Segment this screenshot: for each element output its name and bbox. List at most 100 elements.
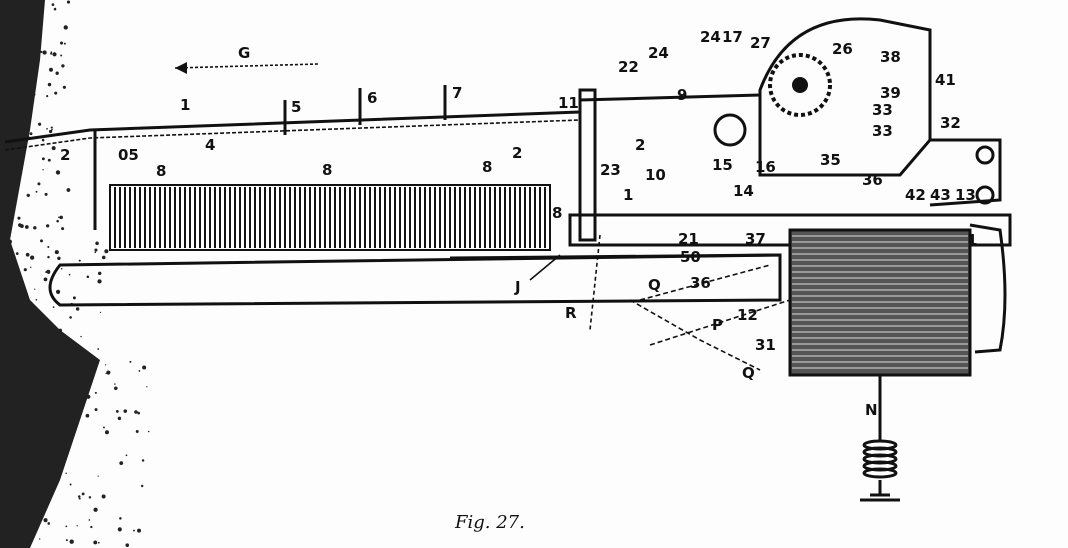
scan-speckle — [58, 216, 60, 218]
scan-speckle — [13, 46, 16, 49]
scan-speckle — [0, 43, 3, 47]
scan-speckle — [69, 483, 72, 486]
scan-speckle — [5, 184, 10, 188]
scan-speckle — [47, 82, 52, 87]
scan-speckle — [72, 296, 76, 300]
label: 21 — [678, 230, 699, 248]
scan-speckle — [36, 321, 40, 326]
reference-labels: 1 2 05 4 5 6 7 8 8 8 8 2 11 22 24 24 17 … — [60, 28, 977, 419]
scan-speckle — [66, 188, 71, 192]
scan-speckle — [30, 48, 33, 52]
label: 8 — [552, 204, 562, 222]
scan-speckle — [94, 408, 98, 412]
scan-speckle — [125, 543, 130, 547]
scan-speckle — [0, 519, 2, 522]
label: 9 — [677, 86, 687, 104]
scan-speckle — [88, 519, 91, 521]
label: 33 — [872, 101, 893, 119]
scan-speckle — [4, 96, 6, 98]
scan-speckle — [50, 126, 53, 129]
scan-speckle — [65, 525, 68, 528]
scan-speckle — [26, 193, 30, 198]
scan-speckle — [55, 71, 59, 75]
scan-speckle — [46, 95, 49, 98]
scan-speckle — [10, 132, 13, 134]
scan-speckle — [77, 405, 81, 409]
scan-speckle — [117, 527, 122, 532]
scan-speckle — [63, 42, 66, 45]
label: 11 — [558, 94, 579, 112]
scan-speckle — [14, 397, 17, 401]
figure-caption: Fig. 27. — [454, 512, 525, 533]
spring-coil — [862, 467, 898, 479]
scan-speckle — [0, 89, 3, 94]
scan-speckle — [94, 248, 98, 252]
scan-speckle — [54, 250, 59, 255]
label: 8 — [156, 162, 166, 180]
scan-speckle — [10, 74, 13, 76]
scan-speckle — [61, 227, 65, 231]
scan-speckle — [137, 528, 142, 533]
scan-speckle — [138, 370, 141, 372]
label: 24 — [700, 28, 721, 46]
label: 17 — [722, 28, 743, 46]
scan-speckle — [117, 416, 122, 421]
label: 12 — [737, 306, 758, 324]
scan-speckle — [35, 315, 40, 320]
label: R — [565, 304, 577, 322]
scan-speckle — [16, 127, 19, 130]
scan-speckle — [9, 135, 12, 139]
scan-speckle — [28, 64, 34, 69]
scan-speckle — [47, 396, 49, 398]
scan-speckle — [142, 365, 147, 370]
scan-speckle — [37, 182, 41, 186]
scan-speckle — [4, 269, 7, 272]
scan-speckle — [93, 540, 98, 545]
scan-speckle — [14, 492, 17, 495]
scan-speckle — [61, 64, 65, 68]
scan-speckle — [51, 146, 56, 151]
toothed-arms — [529, 234, 791, 371]
scan-speckle — [55, 170, 61, 175]
scan-speckle — [60, 267, 63, 270]
label: 6 — [367, 89, 377, 107]
scan-speckle — [32, 93, 36, 96]
label: P — [712, 316, 723, 334]
label: 16 — [755, 158, 776, 176]
scan-speckle — [30, 255, 35, 260]
label: N — [865, 401, 878, 419]
scan-speckle — [54, 344, 57, 347]
scan-speckle — [90, 525, 93, 529]
scan-speckle — [12, 190, 15, 194]
scan-speckle — [24, 27, 28, 30]
scan-speckle — [135, 429, 139, 433]
scan-speckle — [47, 245, 50, 249]
label: 43 — [930, 186, 951, 204]
scan-speckle — [47, 255, 50, 259]
scan-speckle — [13, 413, 16, 416]
scan-speckle — [78, 497, 81, 500]
scan-speckle — [146, 386, 148, 388]
scan-speckle — [25, 533, 28, 535]
scan-speckle — [15, 252, 19, 255]
scan-speckle — [32, 0, 36, 2]
scan-speckle — [119, 517, 122, 520]
scan-speckle — [54, 7, 57, 9]
scan-speckle — [33, 226, 37, 230]
scan-speckle — [106, 370, 111, 375]
label: 22 — [618, 58, 639, 76]
scan-speckle — [81, 383, 86, 388]
scan-speckle — [9, 77, 12, 80]
scan-speckle — [51, 3, 55, 6]
scan-speckle — [47, 522, 51, 525]
scan-speckle — [24, 503, 27, 506]
scan-speckle — [5, 266, 9, 269]
scan-speckle — [95, 241, 99, 246]
scan-speckle — [0, 71, 3, 76]
scan-speckle — [63, 25, 68, 30]
scan-speckle — [54, 91, 58, 95]
scan-speckle — [97, 541, 100, 544]
scan-speckle — [27, 2, 31, 6]
scan-speckle — [119, 461, 124, 466]
